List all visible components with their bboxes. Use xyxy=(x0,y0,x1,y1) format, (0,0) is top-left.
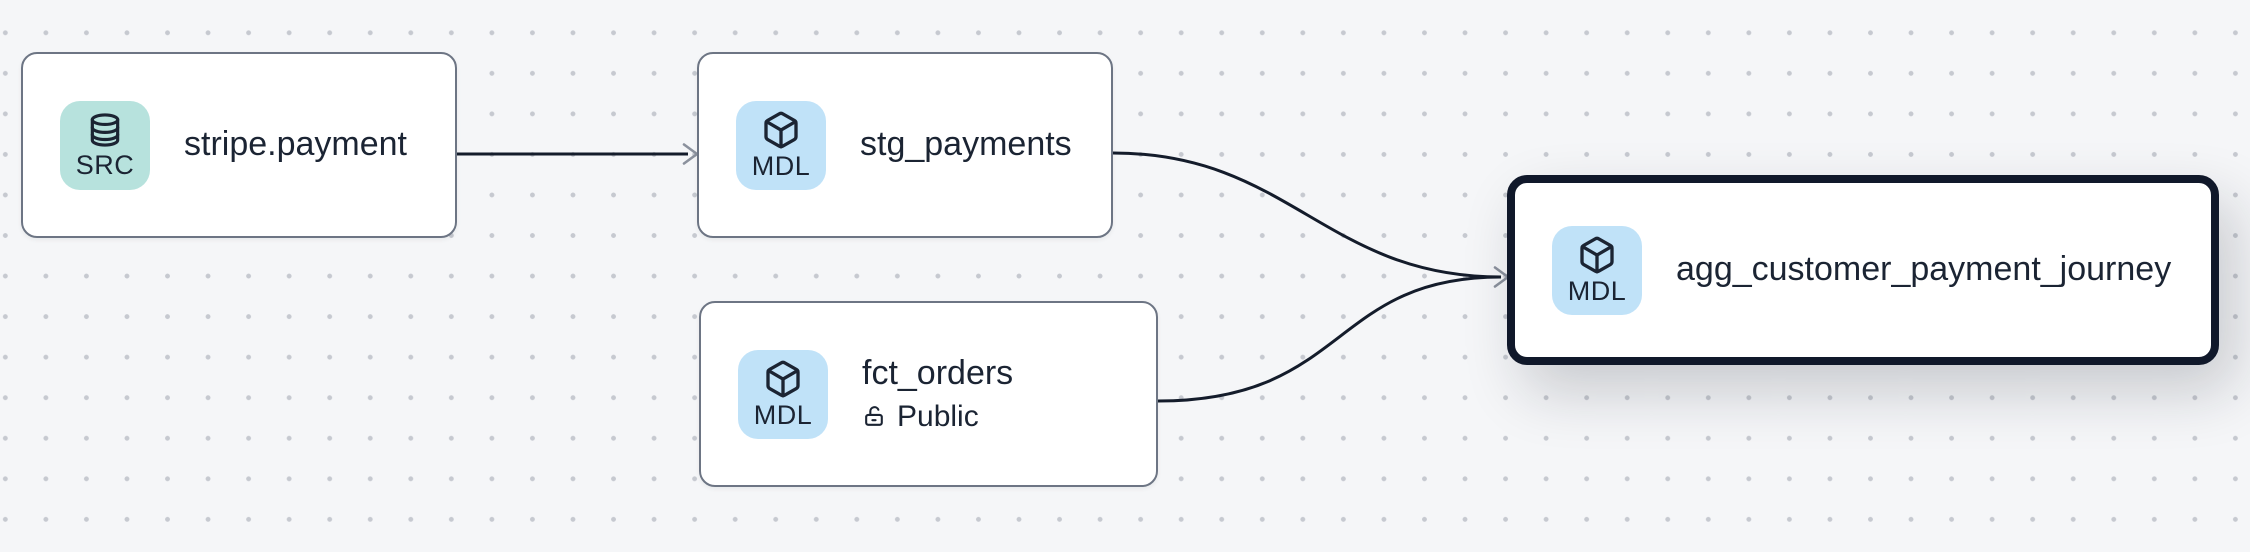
node-agg-customer-payment-journey[interactable]: MDL agg_customer_payment_journey xyxy=(1507,175,2219,365)
access-label: Public xyxy=(897,400,979,434)
cube-icon xyxy=(766,360,800,398)
cube-icon xyxy=(764,111,798,149)
node-stg-payments[interactable]: MDL stg_payments xyxy=(697,52,1113,238)
badge-label: MDL xyxy=(753,400,813,430)
edge-fct-orders-to-agg-customer-payment-journey[interactable] xyxy=(1157,275,1502,403)
edge-stg-payments-to-agg-customer-payment-journey[interactable] xyxy=(1112,151,1502,279)
unlock-icon xyxy=(865,406,883,427)
node-stripe-payment[interactable]: SRC stripe.payment xyxy=(21,52,457,238)
model-badge: MDL xyxy=(1552,225,1642,315)
badge-label: MDL xyxy=(751,151,811,181)
node-label: agg_customer_payment_journey xyxy=(1676,250,2172,289)
node-fct-orders[interactable]: MDL fct_orders Public xyxy=(699,301,1158,487)
access-row: Public xyxy=(862,400,1013,433)
badge-label: SRC xyxy=(75,150,135,180)
node-label: stg_payments xyxy=(860,125,1072,164)
node-label: fct_orders xyxy=(862,353,1014,392)
cube-icon xyxy=(1580,236,1614,274)
badge-label: MDL xyxy=(1567,276,1627,306)
model-badge: MDL xyxy=(738,349,828,439)
node-label: stripe.payment xyxy=(184,125,407,164)
database-icon xyxy=(90,113,120,147)
source-badge: SRC xyxy=(60,100,150,190)
model-badge: MDL xyxy=(736,100,826,190)
